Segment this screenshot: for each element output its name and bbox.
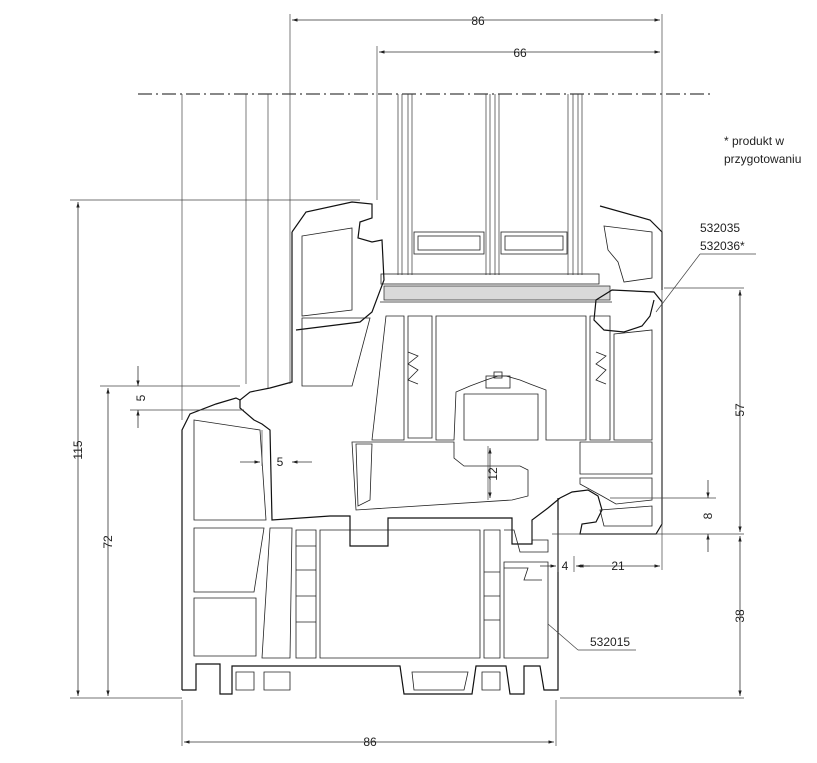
dim-label-right-8: 8	[701, 512, 715, 519]
dim-label-small-5-horizontal: 5	[277, 455, 284, 469]
glazing-unit	[380, 94, 612, 303]
dim-label-right-4: 4	[562, 559, 569, 573]
part-code-frame: 532015	[590, 635, 630, 649]
product-note: * produkt w przygotowaniu	[724, 132, 801, 168]
dim-label-sash-width: 66	[513, 46, 527, 60]
dim-label-rebate-12: 12	[486, 467, 500, 481]
frame-profile	[181, 397, 559, 695]
sash-profile	[239, 201, 663, 547]
dim-label-frame-height: 72	[101, 535, 115, 549]
dim-label-right-38: 38	[733, 609, 747, 623]
dim-label-right-57: 57	[733, 403, 747, 417]
dim-label-right-21: 21	[611, 559, 625, 573]
product-note-line-1: * produkt w	[724, 134, 785, 148]
dim-label-top-width: 86	[471, 14, 485, 28]
dimension-lines	[76, 18, 742, 744]
part-code-bead-a: 532035	[700, 221, 740, 235]
extension-lines	[70, 14, 744, 746]
product-note-line-2: przygotowaniu	[724, 152, 802, 166]
dim-label-total-height: 115	[71, 440, 85, 459]
leader-lines	[547, 253, 756, 651]
dim-label-small-5-vertical: 5	[134, 394, 148, 401]
part-code-bead-b: 532036*	[700, 239, 745, 253]
dim-label-bottom-width: 86	[363, 735, 377, 749]
